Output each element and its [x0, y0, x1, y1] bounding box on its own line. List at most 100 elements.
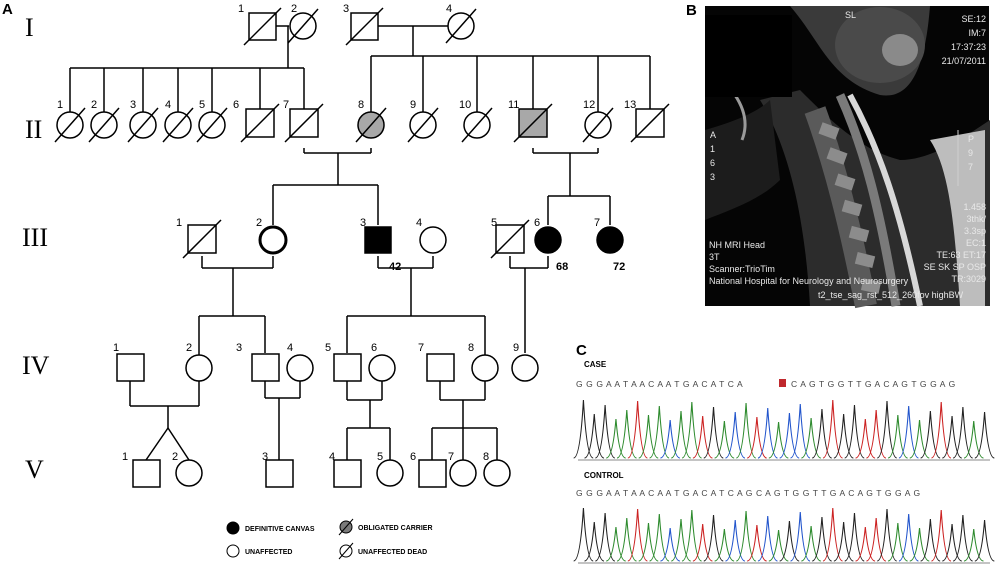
- svg-text:7: 7: [448, 451, 454, 463]
- generation-label-ii: II: [25, 115, 42, 144]
- svg-text:8: 8: [358, 99, 364, 111]
- svg-text:EC:1: EC:1: [966, 238, 986, 248]
- gen-v-3-male: [265, 459, 294, 488]
- svg-text:4: 4: [446, 3, 452, 15]
- control-label: CONTROL: [584, 471, 624, 480]
- gen-iv-2-female: [185, 354, 213, 382]
- svg-text:3: 3: [710, 172, 715, 182]
- svg-text:9: 9: [513, 342, 519, 354]
- case-label: CASE: [584, 360, 607, 369]
- svg-text:5: 5: [377, 451, 383, 463]
- chromatogram-peak: [887, 414, 908, 459]
- chromatogram-peak: [974, 519, 995, 562]
- svg-text:6: 6: [534, 217, 540, 229]
- svg-text:1: 1: [176, 217, 182, 229]
- gen-v-1-male: [132, 459, 161, 488]
- chromatogram-peak: [866, 409, 887, 459]
- svg-text:1: 1: [122, 451, 128, 463]
- svg-text:1.458: 1.458: [963, 202, 986, 212]
- svg-text:9: 9: [968, 148, 973, 158]
- chromatogram-peak: [746, 416, 767, 459]
- svg-text:SE:12: SE:12: [961, 14, 986, 24]
- svg-text:7: 7: [418, 342, 424, 354]
- svg-text:11: 11: [508, 99, 519, 111]
- svg-text:10: 10: [459, 99, 471, 111]
- gen-v-6-male: [418, 459, 447, 488]
- svg-text:9: 9: [410, 99, 416, 111]
- svg-text:68: 68: [556, 261, 568, 273]
- chromatogram-peak: [703, 406, 724, 459]
- chromatogram-peak: [671, 518, 691, 562]
- chromatogram-peak: [779, 520, 800, 562]
- chromatogram-peak: [627, 508, 648, 562]
- chromatogram-peak: [844, 404, 865, 459]
- chromatogram-peak: [801, 417, 822, 459]
- gen-iii-7-affected-female: [596, 226, 624, 254]
- mri-overlay-text: SL SE:12 IM:7 17:37:23 21/07/2011 A 1 6 …: [709, 10, 986, 300]
- chromatogram-peak: [931, 401, 952, 459]
- chromatogram-peak: [866, 517, 887, 562]
- legend-unaffected-symbol: [226, 544, 240, 558]
- svg-text:3T: 3T: [709, 252, 720, 262]
- svg-text:3: 3: [130, 99, 136, 111]
- chromatogram-peak: [833, 521, 854, 562]
- chromatogram-peak: [573, 399, 594, 459]
- chromatogram-peak: [822, 507, 843, 562]
- control-chromatogram-trace: [573, 507, 995, 562]
- chromatogram-peak: [963, 420, 984, 459]
- chromatogram-peak: [790, 403, 811, 459]
- legend-carrier-label: OBLIGATED CARRIER: [358, 525, 433, 532]
- chromatogram-peak: [811, 516, 832, 562]
- svg-text:2: 2: [91, 99, 97, 111]
- chromatogram-peak: [909, 527, 930, 562]
- chromatogram-peak: [768, 421, 789, 459]
- svg-text:SE SK SP OSP: SE SK SP OSP: [924, 262, 986, 272]
- gen-iii-3-affected-male: [364, 226, 392, 254]
- svg-text:5: 5: [199, 99, 205, 111]
- gen-v-4-male: [333, 459, 362, 488]
- svg-text:13: 13: [624, 99, 636, 111]
- chromatogram-peak: [649, 513, 670, 562]
- chromatogram-peak: [898, 513, 919, 562]
- svg-text:IM:7: IM:7: [968, 28, 986, 38]
- svg-text:t2_tse_sag_rst_512_260fov high: t2_tse_sag_rst_512_260fov highBW: [818, 290, 964, 300]
- chromatogram-peak: [952, 514, 973, 562]
- svg-text:1: 1: [113, 342, 119, 354]
- case-chromatogram-trace: [573, 399, 995, 459]
- svg-text:SL: SL: [845, 10, 856, 20]
- svg-text:1: 1: [57, 99, 63, 111]
- svg-text:72: 72: [613, 261, 625, 273]
- gen-iv-7-male: [426, 353, 455, 382]
- chromatogram-peak: [877, 508, 897, 562]
- chromatogram-peak: [855, 418, 876, 459]
- pedigree-lines: [69, 25, 651, 461]
- svg-text:5: 5: [491, 217, 497, 229]
- pedigree-legend: DEFINITIVE CANVAS OBLIGATED CARRIER UNAF…: [226, 518, 433, 560]
- svg-text:4: 4: [287, 342, 293, 354]
- svg-text:6: 6: [710, 158, 715, 168]
- svg-text:5: 5: [325, 342, 331, 354]
- chromatogram-peak: [942, 415, 963, 459]
- mri-redaction-box: [705, 15, 792, 97]
- svg-text:3: 3: [360, 217, 366, 229]
- chromatogram-peak: [595, 404, 616, 459]
- svg-text:8: 8: [483, 451, 489, 463]
- chromatogram-peak: [616, 409, 637, 459]
- svg-text:4: 4: [165, 99, 171, 111]
- chromatogram-peak: [595, 512, 616, 562]
- chromatogram-peak: [725, 411, 746, 459]
- legend-dead-label: UNAFFECTED DEAD: [358, 549, 427, 556]
- chromatogram-peak: [757, 515, 778, 562]
- chromatogram-peak: [606, 526, 626, 562]
- chromatogram-peak: [638, 522, 659, 562]
- chromatogram-peak: [898, 405, 919, 459]
- chromatogram-peak: [855, 526, 876, 562]
- gen-iii-6-affected-female: [534, 226, 562, 254]
- chromatogram-peak: [573, 507, 594, 562]
- svg-text:2: 2: [291, 3, 297, 15]
- svg-text:4: 4: [329, 451, 335, 463]
- chromatogram-peak: [660, 527, 681, 562]
- svg-text:1: 1: [238, 3, 244, 15]
- chromatogram-peak: [692, 415, 713, 459]
- gen-iv-1-male: [116, 353, 145, 382]
